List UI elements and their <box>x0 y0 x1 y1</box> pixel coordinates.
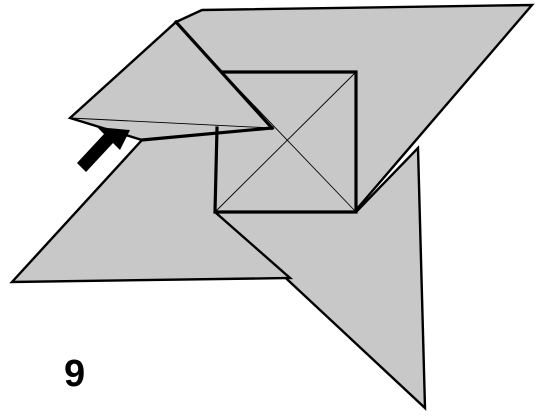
step-number: 9 <box>64 355 85 393</box>
